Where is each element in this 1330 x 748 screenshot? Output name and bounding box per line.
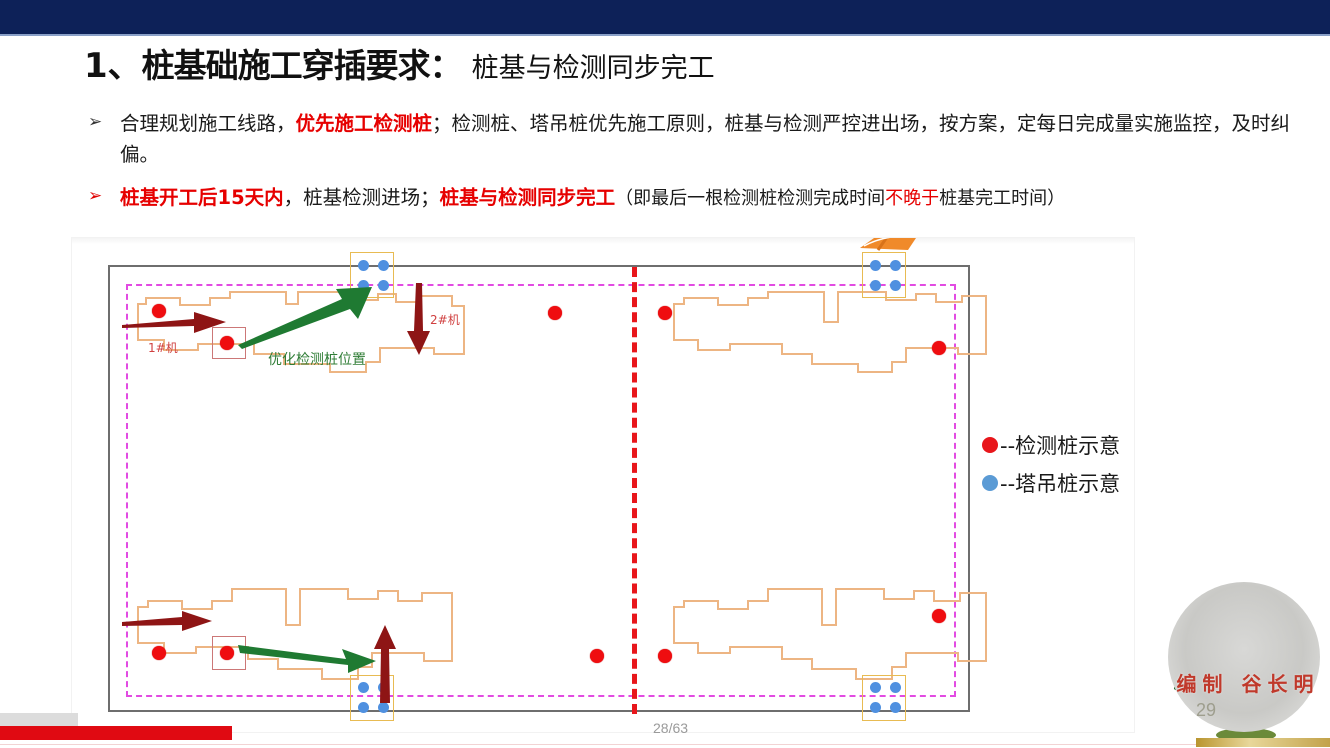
legend-label-crane-pile: --塔吊桩示意: [1000, 472, 1121, 496]
watermark-author-text: 编制 谷长明: [1176, 672, 1320, 696]
watermark-number: 29: [1196, 700, 1217, 720]
building-outline-top-right: [670, 291, 1000, 392]
tower-crane-pile-dot-icon: [982, 475, 998, 491]
tower-crane-pile: [870, 260, 881, 271]
building-outline-bottom-right: [670, 587, 1000, 697]
site-boundary: 1#机 2#机 优化检测桩位置: [108, 252, 987, 721]
tower-crane-icon: [858, 238, 922, 252]
tower-crane-pile: [870, 702, 881, 713]
page-indicator: 28/63: [653, 720, 689, 736]
bullet-item-1: ➢ 合理规划施工线路，优先施工检测桩；检测桩、塔吊桩优先施工原则，桩基与检测严控…: [84, 108, 1299, 170]
test-pile: [548, 306, 562, 320]
tower-crane-pile-group-top-left: [350, 252, 394, 298]
optimize-pile-arrow-bottom: [238, 639, 378, 680]
bottom-right-gold-bar: [1196, 738, 1330, 747]
bullet-2-seg-2: 桩基与检测同步完工: [439, 186, 616, 209]
bottom-divider-line: [0, 744, 1330, 745]
page-title: 1、桩基础施工穿插要求： 桩基与检测同步完工: [84, 38, 1284, 86]
machine-path-arrow-up: [372, 625, 398, 710]
test-pile: [152, 646, 166, 660]
tower-crane-pile: [870, 682, 881, 693]
bullet-2-seg-1: ，桩基检测进场；: [283, 186, 440, 209]
orchid-decoration-image: [1160, 580, 1330, 745]
tower-crane-pile: [358, 260, 369, 271]
bullet-1-seg-1: 优先施工检测桩: [295, 112, 433, 135]
bullet-item-2: ➢ 桩基开工后15天内，桩基检测进场；桩基与检测同步完工（即最后一根检测桩检测完…: [84, 182, 1299, 214]
bullet-2-seg-3: （即最后一根检测桩检测完成时间: [615, 188, 886, 209]
bullet-2-seg-5: 桩基完工时间）: [939, 188, 1066, 209]
machine-path-arrow-bottom: [122, 611, 214, 638]
machine-1-path-arrow: [122, 311, 228, 340]
tower-crane-pile: [890, 280, 901, 291]
tower-crane-pile: [358, 682, 369, 693]
label-machine-1: 1#机: [148, 341, 178, 355]
zone-divider-line: [632, 267, 637, 714]
building-outline-bottom-left: [134, 587, 474, 697]
site-plan-image: 1#机 2#机 优化检测桩位置 --检测桩示意 --塔吊桩示意: [72, 238, 1134, 732]
bullet-2-seg-4: 不晚于: [885, 188, 940, 209]
legend-label-test-pile: --检测桩示意: [1000, 434, 1121, 458]
bullet-text-1: 合理规划施工线路，优先施工检测桩；检测桩、塔吊桩优先施工原则，桩基与检测严控进出…: [120, 112, 1290, 166]
test-pile: [152, 304, 166, 318]
tower-crane-pile: [890, 682, 901, 693]
tower-crane-pile: [890, 702, 901, 713]
optimize-pile-arrow-top: [238, 285, 374, 356]
title-main: 桩基础施工穿插要求：: [141, 46, 463, 85]
tower-crane-pile: [378, 280, 389, 291]
bullet-list: ➢ 合理规划施工线路，优先施工检测桩；检测桩、塔吊桩优先施工原则，桩基与检测严控…: [84, 108, 1299, 220]
construction-fence: [126, 284, 956, 697]
tower-crane-pile: [870, 280, 881, 291]
legend-item-test-pile: --检测桩示意: [982, 426, 1120, 464]
bullet-2-seg-0: 桩基开工后15天内: [120, 186, 284, 209]
test-pile: [590, 649, 604, 663]
test-pile-highlighted: [220, 646, 234, 660]
tower-crane-pile: [378, 702, 389, 713]
bullet-marker-icon: ➢: [88, 112, 103, 132]
test-pile: [932, 341, 946, 355]
test-pile: [932, 609, 946, 623]
bullet-1-seg-0: 合理规划施工线路，: [120, 112, 296, 135]
label-optimize-note: 优化检测桩位置: [268, 352, 366, 368]
legend: --检测桩示意 --塔吊桩示意: [982, 426, 1120, 502]
title-subtitle: 桩基与检测同步完工: [471, 53, 715, 84]
bottom-red-bar: [0, 726, 232, 740]
tower-crane-pile: [358, 702, 369, 713]
tower-crane-pile-group-top-right: [862, 252, 906, 298]
building-outline-top-left: [134, 291, 474, 392]
machine-2-path-arrow: [405, 283, 431, 362]
bullet-text-2: 桩基开工后15天内，桩基检测进场；桩基与检测同步完工（即最后一根检测桩检测完成时…: [120, 186, 1065, 209]
label-machine-2: 2#机: [430, 313, 460, 327]
tower-crane-pile: [378, 260, 389, 271]
bullet-marker-icon-red: ➢: [88, 186, 103, 206]
tower-crane-pile: [358, 280, 369, 291]
tower-crane-pile-group-bottom-left: [350, 675, 394, 721]
title-number: 1、: [84, 46, 142, 86]
bottom-left-gray-block: [0, 713, 78, 726]
test-pile: [658, 649, 672, 663]
test-pile-highlighted: [220, 336, 234, 350]
orchid-background-oval: [1168, 582, 1320, 732]
tower-crane-pile: [890, 260, 901, 271]
bullet-1-seg-2: ；检测桩、塔吊桩优先施工原则，桩基与检测严控进出场，按方案，定每日完成量实施监控…: [120, 112, 1291, 166]
header-band: [0, 0, 1330, 36]
legend-item-crane-pile: --塔吊桩示意: [982, 464, 1120, 502]
test-pile: [658, 306, 672, 320]
tower-crane-pile-group-bottom-right: [862, 675, 906, 721]
test-pile-dot-icon: [982, 437, 998, 453]
